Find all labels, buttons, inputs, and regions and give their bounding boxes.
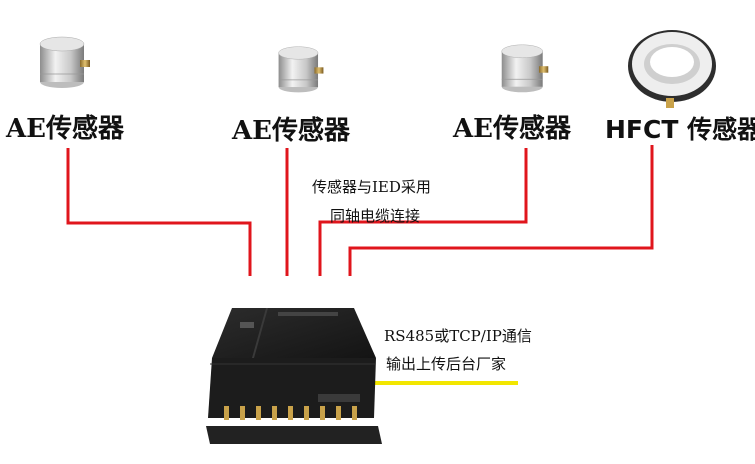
sensor-label-ae-1: AE传感器	[6, 114, 124, 144]
connection-note-line1: 传感器与IED采用	[312, 178, 431, 196]
wire-ae-1	[66, 148, 252, 276]
connection-note-line2: 同轴电缆连接	[330, 207, 421, 225]
sensor-label-ae-2: AE传感器	[232, 116, 350, 146]
wire-hfct	[348, 145, 654, 276]
ae-sensor-image-1	[39, 36, 90, 88]
ae-sensor-image-2	[278, 46, 324, 93]
comm-note-line1: RS485或TCP/IP通信	[384, 327, 532, 345]
highlight-bar	[373, 381, 518, 385]
wire-ae-3	[318, 148, 528, 276]
comm-note-line2: 输出上传后台厂家	[386, 355, 507, 373]
hfct-sensor-image	[628, 30, 716, 108]
ied-device-image	[206, 308, 382, 444]
sensor-label-ae-3: AE传感器	[453, 114, 571, 144]
ae-sensor-image-3	[501, 44, 549, 93]
sensor-label-hfct: HFCT 传感器	[605, 115, 755, 144]
